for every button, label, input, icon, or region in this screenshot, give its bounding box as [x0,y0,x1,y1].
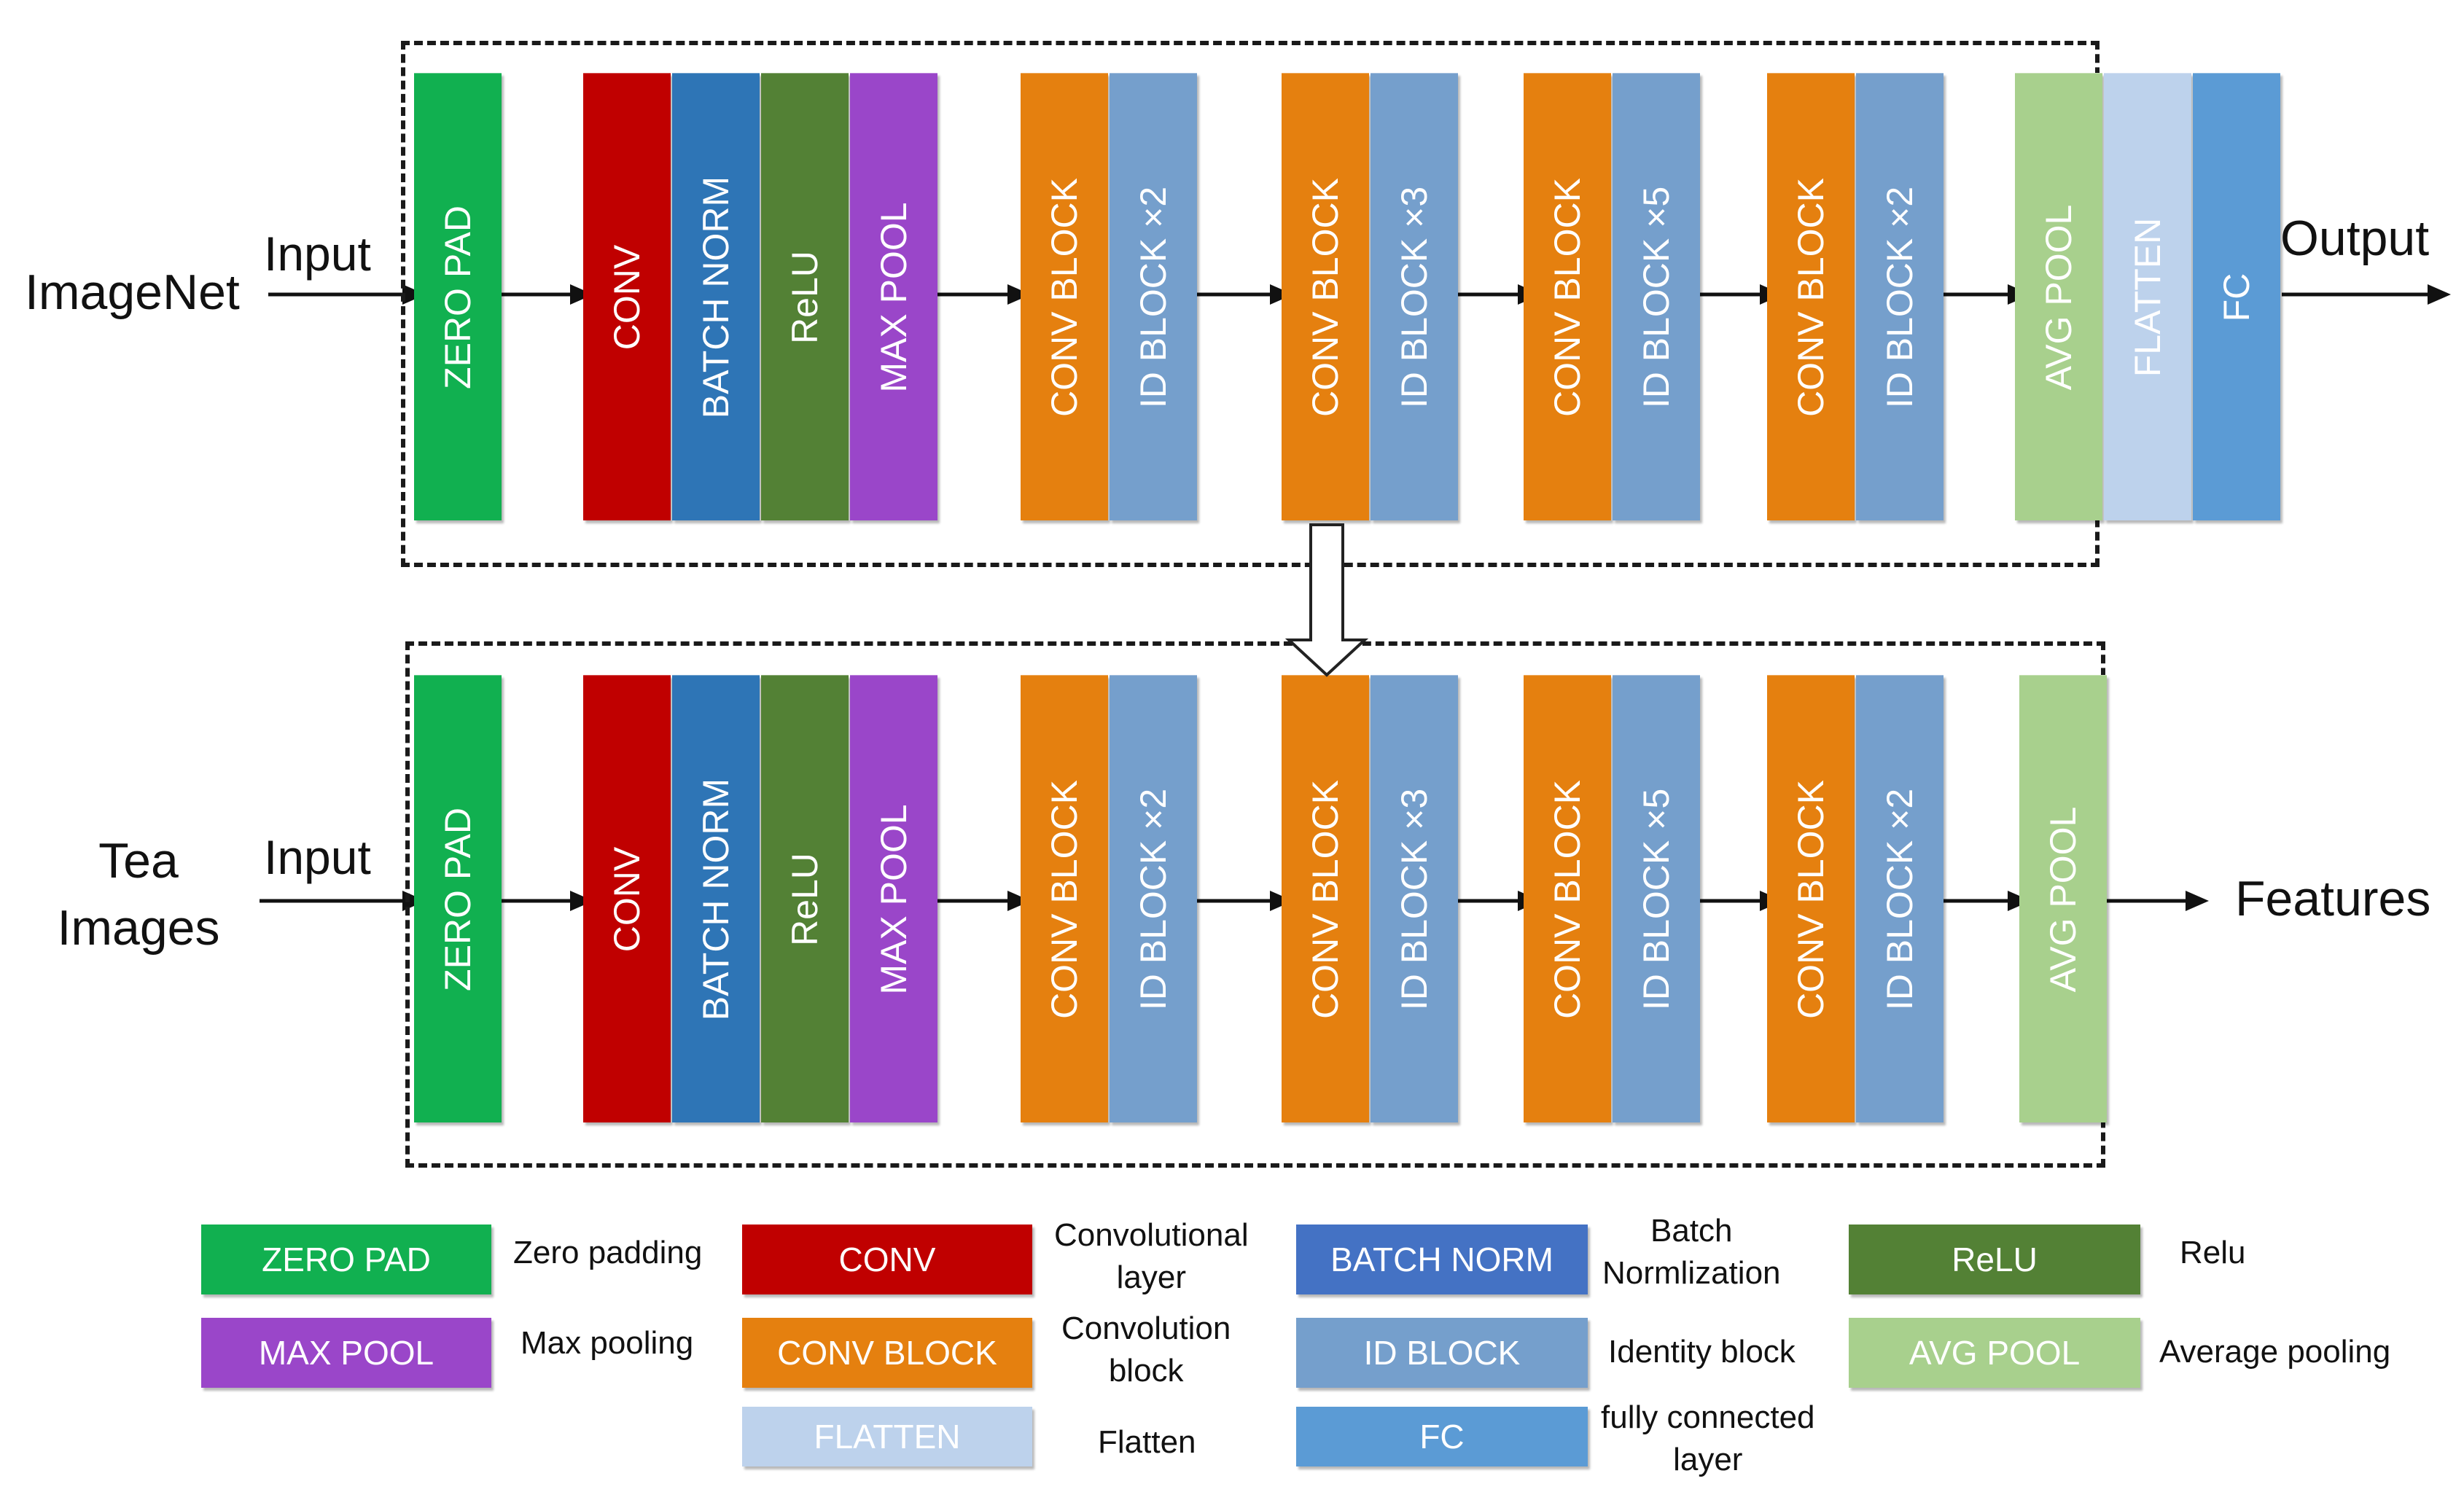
legend-key-id-block: ID BLOCK [1296,1318,1588,1388]
bottom-block-id-block-2: ID BLOCK ×2 [1856,675,1943,1122]
legend-key-flatten: FLATTEN [742,1407,1032,1466]
top-block-id-block-2: ID BLOCK ×2 [1110,73,1197,520]
legend-desc-line: Flatten [1098,1424,1196,1460]
legend-desc-line: Relu [2180,1235,2246,1270]
legend-desc-line: layer [1673,1442,1743,1477]
legend-key-conv-block: CONV BLOCK [742,1318,1032,1388]
legend-desc-avg-pool: Average pooling [2159,1331,2390,1373]
top-block-conv-block: CONV BLOCK [1021,73,1108,520]
legend-desc-line: Normlization [1602,1255,1781,1291]
bottom-block-zero-pad: ZERO PAD [414,675,502,1122]
bottom-block-id-block-2: ID BLOCK ×2 [1110,675,1197,1122]
bottom-block-conv-block: CONV BLOCK [1524,675,1611,1122]
legend-desc-line: layer [1116,1259,1186,1295]
legend-key-avg-pool: AVG POOL [1849,1318,2140,1388]
top-block-conv-block: CONV BLOCK [1282,73,1369,520]
legend-desc-line: Max pooling [521,1325,694,1361]
top-block-conv: CONV [583,73,671,520]
legend-desc-flatten: Flatten [1098,1421,1196,1464]
features-label: Features [2235,871,2431,926]
top-block-conv-block: CONV BLOCK [1767,73,1855,520]
bottom-block-avg-pool: AVG POOL [2019,675,2107,1122]
tea-label: Tea [98,833,179,888]
top-input-label: Input [264,227,371,281]
top-block-batch-norm: BATCH NORM [672,73,760,520]
bottom-block-conv-block: CONV BLOCK [1767,675,1855,1122]
legend-desc-line: Batch [1650,1213,1733,1249]
bottom-block-max-pool: MAX POOL [850,675,937,1122]
top-block-fc: FC [2193,73,2280,520]
legend-desc-line: block [1108,1353,1184,1389]
top-block-id-block-2: ID BLOCK ×2 [1856,73,1943,520]
top-output-label: Output [2280,211,2430,266]
bottom-input-label: Input [264,830,371,884]
legend-desc-conv-block: Convolution block [1061,1308,1231,1392]
legend-desc-id-block: Identity block [1608,1331,1796,1373]
bottom-block-conv: CONV [583,675,671,1122]
bottom-block-conv-block: CONV BLOCK [1021,675,1108,1122]
top-block-relu: ReLU [761,73,849,520]
top-block-conv-block: CONV BLOCK [1524,73,1611,520]
legend-key-max-pool: MAX POOL [201,1318,491,1388]
bottom-block-conv-block: CONV BLOCK [1282,675,1369,1122]
legend-desc-fc: fully connected layer [1601,1397,1815,1481]
top-block-flatten: FLATTEN [2104,73,2191,520]
legend-desc-line: Convolution [1061,1311,1231,1346]
bottom-block-relu: ReLU [761,675,849,1122]
legend-desc-max-pool: Max pooling [521,1322,693,1364]
imagenet-label: ImageNet [25,265,240,320]
images-label: Images [57,900,220,956]
legend-desc-line: fully connected [1601,1399,1815,1435]
bottom-block-id-block-5: ID BLOCK ×5 [1613,675,1700,1122]
legend-desc-relu: Relu [2180,1232,2246,1274]
legend-key-zero-pad: ZERO PAD [201,1225,491,1294]
legend-desc-line: Zero padding [513,1235,703,1270]
top-block-id-block-3: ID BLOCK ×3 [1371,73,1458,520]
top-block-zero-pad: ZERO PAD [414,73,502,520]
legend-desc-line: Average pooling [2159,1334,2391,1370]
legend-key-batch-norm: BATCH NORM [1296,1225,1588,1294]
legend-desc-zero-pad: Zero padding [513,1232,702,1274]
top-block-max-pool: MAX POOL [850,73,937,520]
legend-key-relu: ReLU [1849,1225,2140,1294]
top-block-id-block-5: ID BLOCK ×5 [1613,73,1700,520]
legend-desc-conv: Convolutional layer [1054,1214,1249,1299]
top-block-avg-pool: AVG POOL [2015,73,2102,520]
legend-key-fc: FC [1296,1407,1588,1466]
legend-desc-line: Convolutional [1054,1217,1249,1253]
legend-key-conv: CONV [742,1225,1032,1294]
bottom-block-batch-norm: BATCH NORM [672,675,760,1122]
bottom-block-id-block-3: ID BLOCK ×3 [1371,675,1458,1122]
legend-desc-line: Identity block [1608,1334,1796,1370]
